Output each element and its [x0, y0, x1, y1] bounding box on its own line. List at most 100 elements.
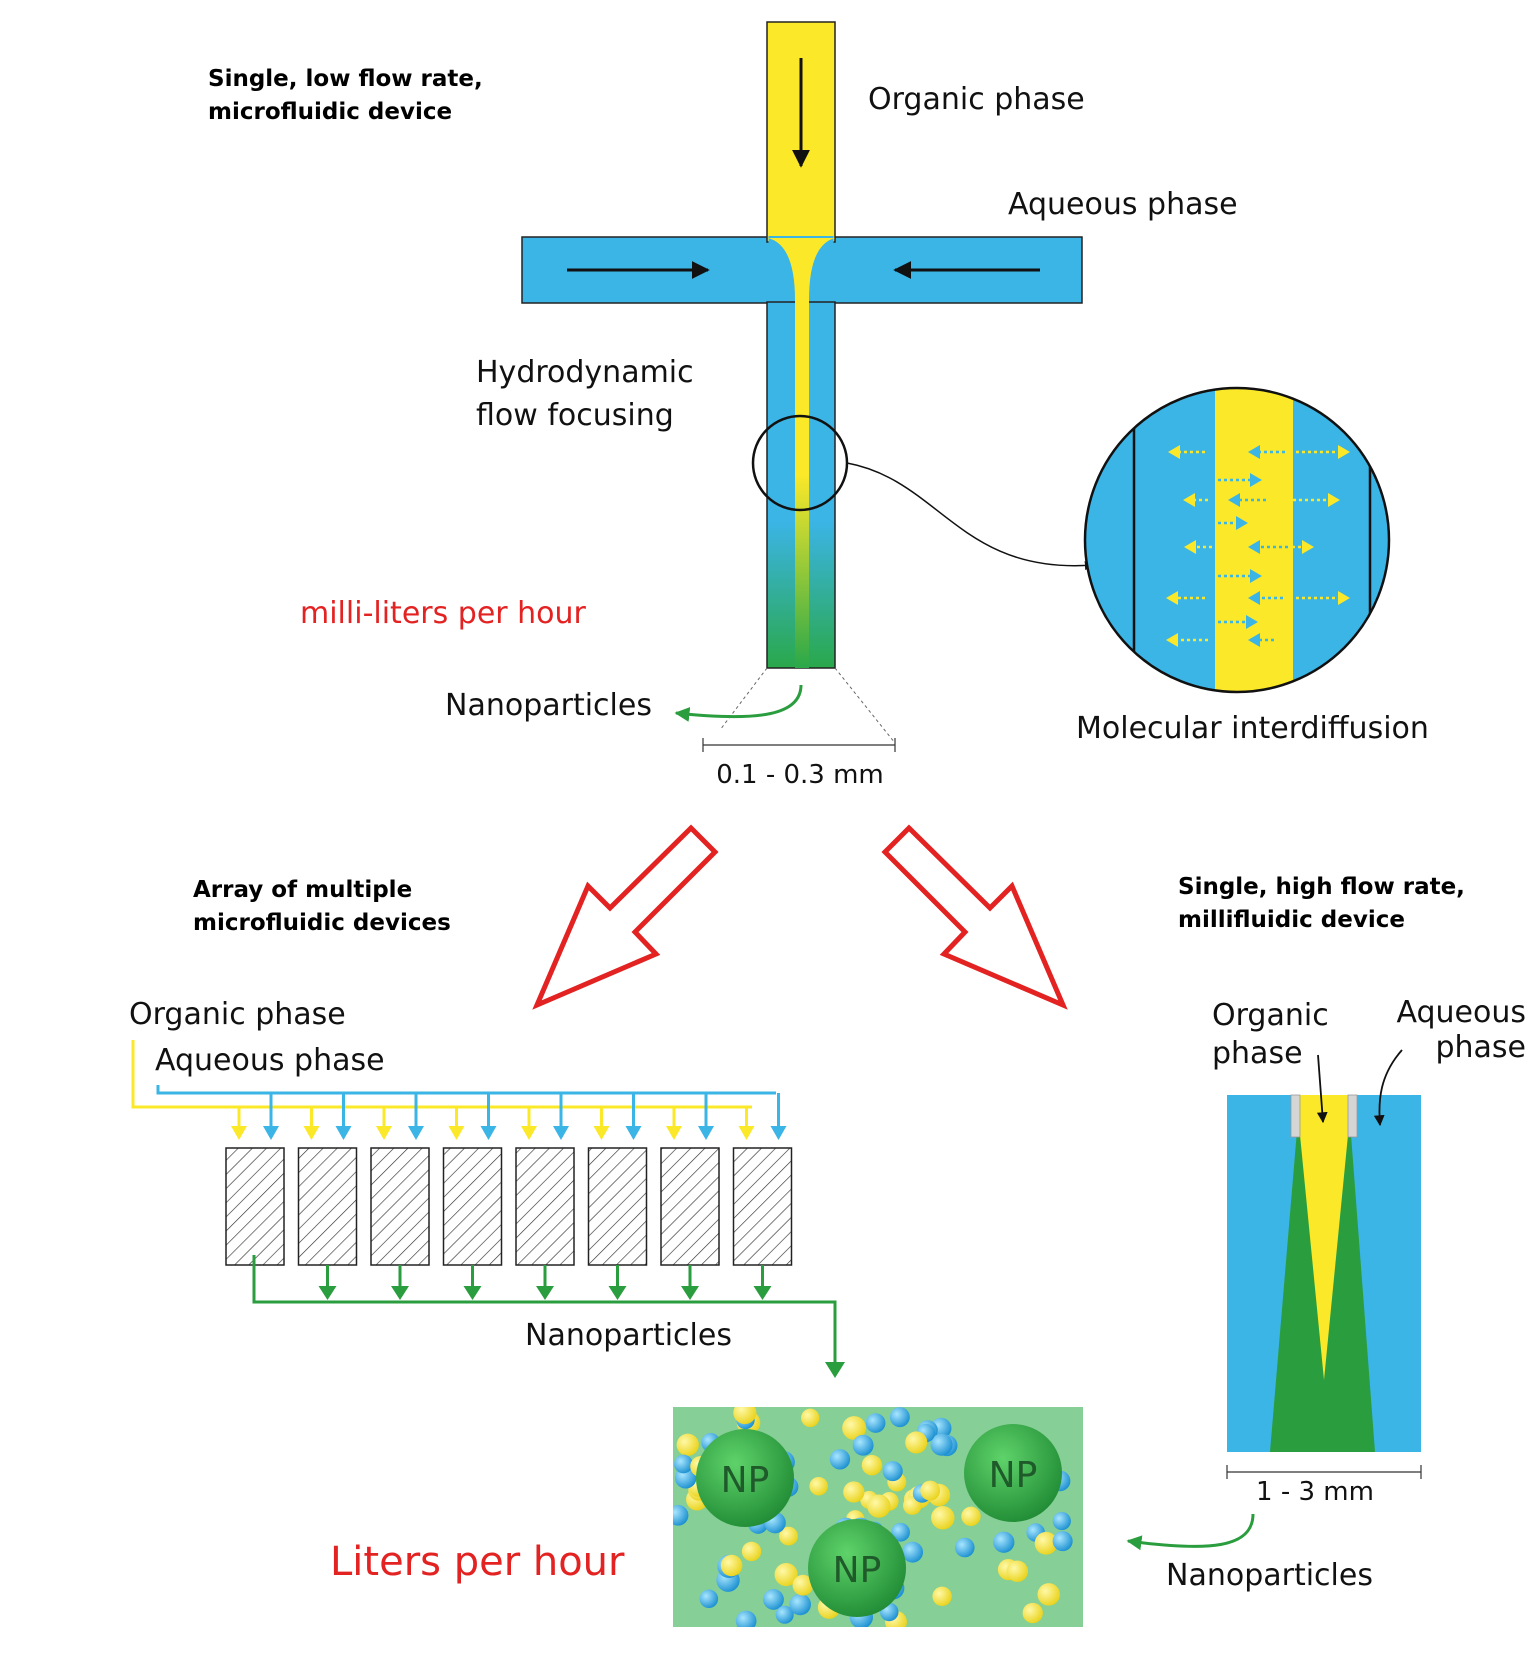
focusing-label-line2: flow focusing — [476, 398, 674, 433]
diffusion-arrowhead — [1248, 633, 1260, 647]
organic-feed-head — [738, 1126, 755, 1140]
diffusion-arrowhead — [1338, 591, 1350, 605]
diffusion-arrowhead — [1248, 445, 1260, 459]
diffusion-arrowhead — [1302, 540, 1314, 554]
milli-np-arrow — [1126, 1513, 1255, 1551]
organic-feed-head — [376, 1126, 392, 1140]
solvent-bead — [920, 1480, 941, 1501]
solvent-bead — [889, 1407, 910, 1428]
parallel-array — [131, 1040, 845, 1378]
solvent-bead — [1006, 1560, 1029, 1582]
organic-feed-head — [303, 1126, 320, 1140]
np-outlet-head — [391, 1286, 409, 1300]
red-arrow-right — [881, 824, 1068, 1010]
micro-device — [515, 1147, 575, 1266]
solvent-bead — [930, 1433, 953, 1456]
solvent-bead — [763, 1589, 784, 1610]
solvent-bead — [676, 1433, 699, 1456]
np-badge: NP — [989, 1455, 1038, 1496]
organic-feed-head — [521, 1126, 537, 1140]
micro-device — [732, 1147, 793, 1266]
interdiffusion-inset — [1083, 386, 1391, 694]
solvent-bead — [674, 1454, 693, 1474]
solvent-bead — [792, 1574, 814, 1596]
solvent-bead — [931, 1506, 955, 1530]
labels: Single, low flow rate, microfluidic devi… — [129, 66, 1526, 1593]
aqueous-manifold — [156, 1085, 776, 1095]
diffusion-arrowhead — [1250, 569, 1262, 583]
solvent-bead — [961, 1506, 981, 1527]
diffusion-arrowhead — [1166, 591, 1178, 605]
np-outlet-head — [318, 1286, 337, 1300]
ml-per-hour-label: milli-liters per hour — [300, 596, 587, 631]
right-np-label: Nanoparticles — [1166, 1558, 1373, 1593]
micro-device — [442, 1147, 503, 1266]
red-arrow-left — [532, 824, 719, 1010]
top-width-label: 0.1 - 0.3 mm — [716, 760, 884, 790]
nozzle-wall-right — [1347, 1094, 1358, 1138]
diffusion-arrowhead — [1250, 473, 1262, 487]
np-sphere — [696, 1429, 794, 1527]
right-organic-line2: phase — [1212, 1036, 1303, 1071]
solvent-bead — [843, 1481, 865, 1503]
solvent-bead — [1037, 1583, 1060, 1606]
solvent-bead — [720, 1554, 743, 1577]
organic-feed-head — [231, 1126, 247, 1140]
aqueous-feed-head — [335, 1126, 352, 1140]
np-out-arrow — [674, 684, 803, 722]
inset-label: Molecular interdiffusion — [1076, 711, 1429, 746]
solvent-bead — [842, 1416, 867, 1440]
right-aqueous-line2: phase — [1435, 1030, 1526, 1065]
focused-organic-stream — [768, 238, 835, 668]
np-outlet-head — [753, 1286, 772, 1300]
solvent-bead — [905, 1431, 928, 1454]
solvent-bead — [733, 1407, 757, 1425]
diffusion-arrowhead — [1184, 540, 1196, 554]
organic-feed-head — [593, 1126, 610, 1140]
np-outlet-head — [681, 1286, 699, 1300]
diffusion-arrowhead — [1236, 516, 1248, 530]
right-aqueous-line1: Aqueous — [1396, 995, 1526, 1030]
solvent-bead — [882, 1461, 903, 1482]
nozzle-wall-left — [1290, 1094, 1301, 1138]
solvent-bead — [1052, 1531, 1073, 1552]
zoom-connector — [846, 462, 1094, 571]
solvent-bead — [699, 1589, 719, 1609]
micro-device — [297, 1147, 358, 1266]
diffusion-arrowhead — [1246, 615, 1258, 629]
solvent-bead — [741, 1541, 762, 1562]
right-title-line1: Single, high flow rate, — [1178, 874, 1465, 900]
diffusion-arrowhead — [1168, 445, 1180, 459]
aqueous-feed-head — [263, 1126, 279, 1140]
diffusion-arrowhead — [1248, 540, 1260, 554]
np-badge: NP — [833, 1550, 882, 1591]
np-sphere — [808, 1519, 906, 1617]
nanoparticle-mixture: NP NP NP — [673, 1407, 1083, 1627]
top-title-line1: Single, low flow rate, — [208, 66, 483, 92]
millifluidic-device — [1126, 1049, 1422, 1551]
right-width-label: 1 - 3 mm — [1256, 1477, 1374, 1507]
diffusion-arrowhead — [1328, 493, 1340, 507]
organic-feed-head — [448, 1126, 465, 1140]
left-organic-label: Organic phase — [129, 997, 346, 1032]
solvent-bead — [1052, 1511, 1071, 1531]
solvent-bead — [789, 1593, 811, 1616]
solvent-bead — [865, 1413, 886, 1433]
solvent-bead — [1034, 1531, 1058, 1555]
np-outlet-head — [536, 1286, 554, 1300]
solvent-bead — [1022, 1602, 1043, 1624]
solvent-bead — [932, 1586, 952, 1607]
solvent-bead — [852, 1434, 874, 1456]
solvent-bead — [829, 1449, 851, 1470]
left-aqueous-label: Aqueous phase — [155, 1043, 385, 1078]
solvent-bead — [779, 1526, 798, 1546]
microfluidic-cross-device — [521, 21, 1094, 752]
np-badge: NP — [721, 1460, 770, 1501]
solvent-bead — [801, 1408, 820, 1428]
solvent-bead — [993, 1531, 1015, 1553]
np-collector — [252, 1255, 837, 1375]
solvent-bead — [954, 1537, 975, 1558]
solvent-bead — [735, 1610, 757, 1627]
diffusion-arrowhead — [1228, 493, 1240, 507]
